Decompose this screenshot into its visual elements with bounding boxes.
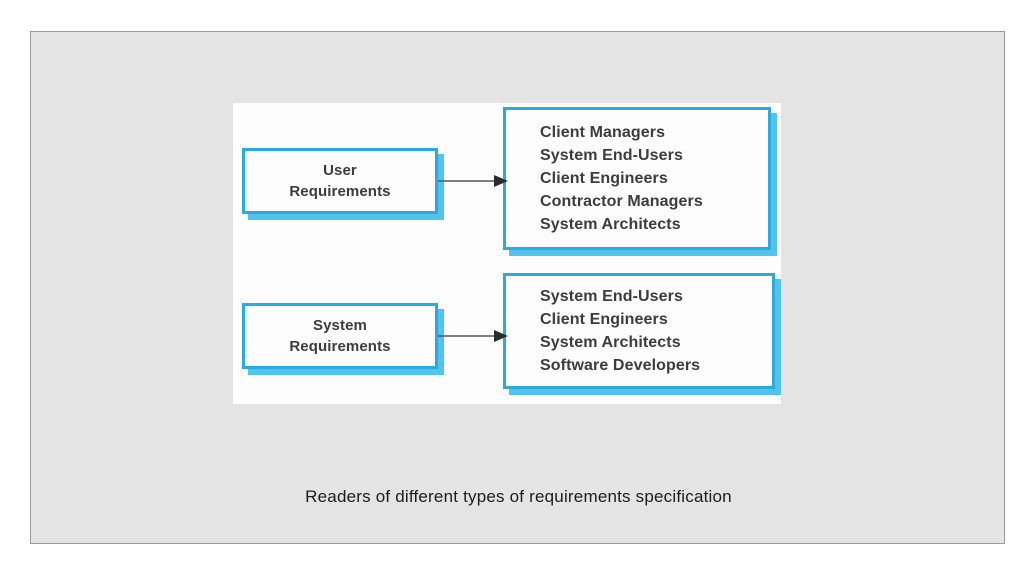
list-item: Contractor Managers — [540, 193, 703, 210]
user-requirements-arrow — [438, 172, 508, 190]
user-readers-list: Client Managers System End-Users Client … — [506, 121, 703, 236]
system-requirements-arrow — [438, 327, 508, 345]
list-item: Client Engineers — [540, 311, 668, 328]
system-readers-list: System End-Users Client Engineers System… — [506, 285, 700, 377]
arrow-right-icon — [438, 175, 508, 187]
list-item: System End-Users — [540, 147, 683, 164]
slide-caption: Readers of different types of requiremen… — [305, 487, 732, 506]
list-item: System End-Users — [540, 288, 683, 305]
slide-canvas: User Requirements Client Managers System… — [30, 31, 1005, 544]
system-readers-box[interactable]: System End-Users Client Engineers System… — [503, 273, 775, 389]
user-readers-box[interactable]: Client Managers System End-Users Client … — [503, 107, 771, 250]
system-requirements-box[interactable]: System Requirements — [242, 303, 438, 369]
user-requirements-label: User Requirements — [289, 162, 391, 200]
list-item: System Architects — [540, 334, 681, 351]
list-item: Client Engineers — [540, 170, 668, 187]
user-requirements-box[interactable]: User Requirements — [242, 148, 438, 214]
arrow-right-icon — [438, 330, 508, 342]
list-item: Software Developers — [540, 357, 701, 374]
list-item: Client Managers — [540, 124, 666, 141]
diagram-figure: User Requirements Client Managers System… — [233, 103, 781, 404]
list-item: System Architects — [540, 216, 681, 233]
system-requirements-label: System Requirements — [289, 317, 391, 355]
